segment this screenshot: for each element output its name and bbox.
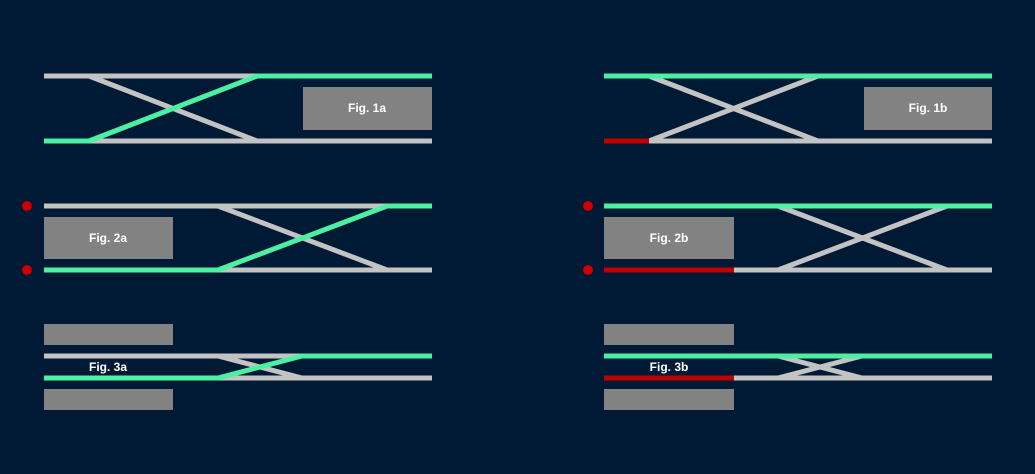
signal-upper (22, 201, 32, 211)
platform-bottom (44, 389, 173, 410)
route-crossover-set (88, 73, 258, 144)
figure-label: Fig. 1b (909, 101, 948, 115)
figure-1b: Fig. 1b (604, 73, 992, 144)
route-crossover-set (217, 203, 388, 273)
crossover-idle-b (777, 353, 863, 381)
platform-box (604, 217, 734, 259)
platform-top (604, 324, 734, 345)
figure-2a: Fig. 2a (22, 201, 432, 275)
platform-bottom (604, 389, 734, 410)
platform-top (44, 324, 173, 345)
figure-label: Fig. 2a (89, 231, 127, 245)
figure-label: Fig. 3a (89, 360, 127, 374)
crossover-idle-b (777, 203, 948, 273)
figure-label: Fig. 3b (650, 360, 689, 374)
signal-upper (583, 201, 593, 211)
figure-1a: Fig. 1a (44, 73, 432, 144)
figure-3b: Fig. 3b (604, 324, 992, 410)
figure-3a: Fig. 3a (44, 324, 432, 410)
signal-lower (583, 265, 593, 275)
crossover-idle-b (648, 73, 819, 144)
figure-label: Fig. 1a (348, 101, 386, 115)
platform-box (303, 87, 432, 130)
route-crossover-set (217, 353, 303, 381)
figure-2b: Fig. 2b (583, 201, 992, 275)
figure-label: Fig. 2b (650, 231, 689, 245)
signal-lower (22, 265, 32, 275)
platform-box (864, 87, 992, 130)
platform-box (44, 217, 173, 259)
